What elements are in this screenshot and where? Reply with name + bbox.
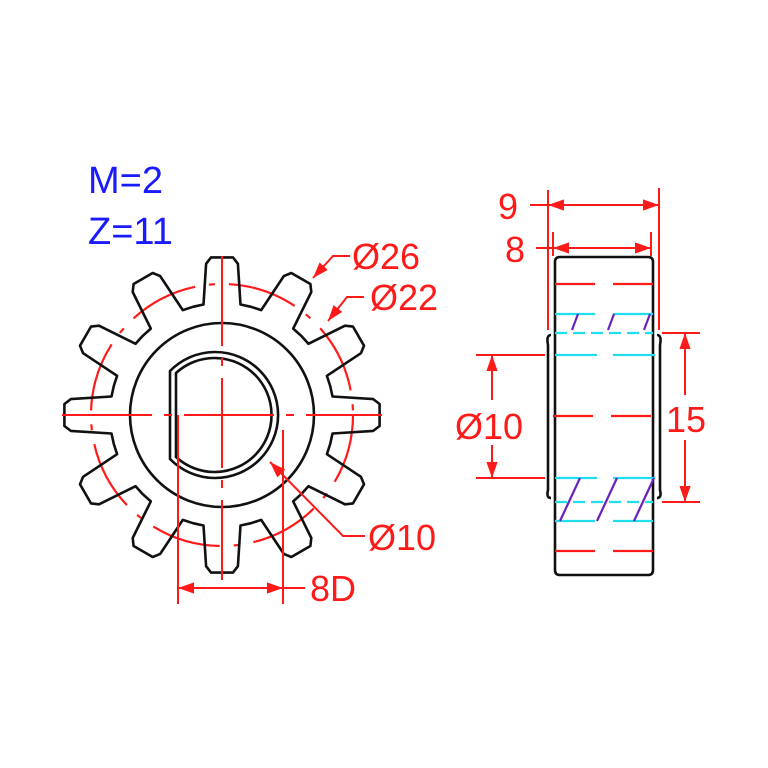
dim-total-width-label: 9 <box>498 186 518 227</box>
pitch-leader <box>327 296 364 322</box>
module-label: M=2 <box>88 160 163 202</box>
tooth-block-lower <box>553 500 655 577</box>
teeth-count-label: Z=11 <box>88 211 173 253</box>
bore-inner <box>174 356 273 474</box>
dim-flat-label: 8D <box>310 568 356 609</box>
bore-leader <box>269 461 365 537</box>
outer-leader <box>312 255 350 279</box>
hatch-lower <box>559 477 655 522</box>
hatch-upper <box>570 313 652 331</box>
dim-pitch-label: Ø22 <box>370 277 438 318</box>
dim-face-width-label: 8 <box>505 229 525 270</box>
dim-bore-label: Ø10 <box>368 517 436 558</box>
bore-outer <box>168 350 280 480</box>
tooth-block-upper <box>553 255 655 330</box>
gear-outline <box>63 256 381 574</box>
dim-hub-label: 15 <box>666 399 706 440</box>
side-view: 9 8 Ø10 15 <box>455 186 706 577</box>
front-view: 8D Ø10 Ø26 Ø22 <box>62 236 438 609</box>
dim-side-bore-label: Ø10 <box>455 406 523 447</box>
hub-body <box>546 333 662 500</box>
dim-outer-label: Ø26 <box>352 236 420 277</box>
